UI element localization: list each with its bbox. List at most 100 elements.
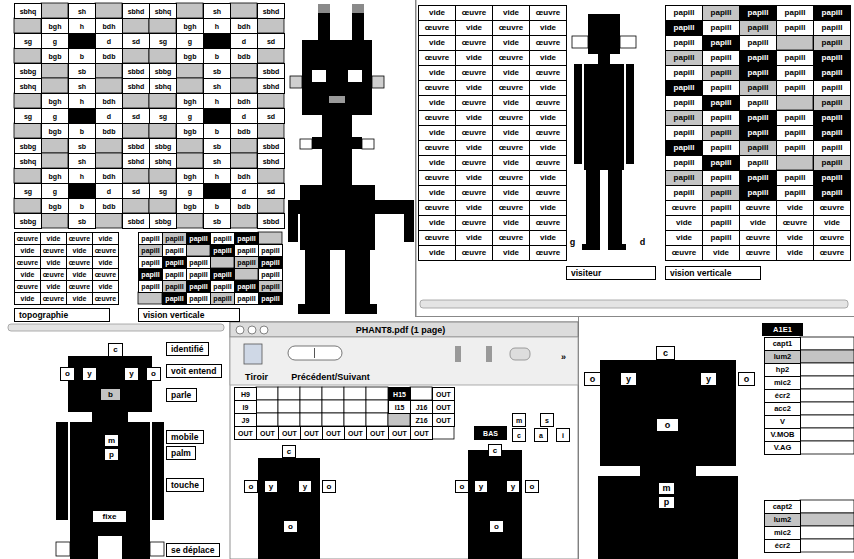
table-cell: b xyxy=(68,198,96,214)
table-cell: œuvre xyxy=(776,215,814,231)
cell-text: sbbg xyxy=(155,68,172,75)
cell-text: sd xyxy=(267,113,275,120)
table-cell: œuvre xyxy=(455,155,493,171)
table-cell: papill xyxy=(665,35,703,51)
cell-text: papill xyxy=(237,247,255,254)
cell-text: vide xyxy=(503,99,519,107)
table-cell: OUT xyxy=(388,426,411,440)
table-cell: vide xyxy=(529,200,567,216)
table-cell: papill xyxy=(138,280,163,293)
cell-text: papill xyxy=(674,129,695,137)
figure-block xyxy=(186,244,210,256)
figure-block xyxy=(258,458,320,559)
table-cell: œuvre xyxy=(529,185,567,201)
cell-text: sbbg xyxy=(20,143,37,150)
cell-text: papill xyxy=(674,99,695,107)
cell-text: g xyxy=(188,188,192,195)
table-cell: œuvre xyxy=(492,80,530,96)
table-cell: papill xyxy=(665,140,703,156)
cell-text: o xyxy=(590,375,596,384)
table-cell: o xyxy=(283,520,298,533)
table-cell: papill xyxy=(776,125,814,141)
cell-text: sbhd xyxy=(128,8,145,15)
figure-block xyxy=(122,168,149,183)
cell-text: papill xyxy=(785,114,806,122)
table-cell: papill xyxy=(739,110,777,126)
cell-text: papill xyxy=(674,189,695,197)
cell-text: sbbd xyxy=(128,143,145,150)
cell-text: papill xyxy=(674,9,695,17)
figure-block xyxy=(68,183,95,198)
cell-text: g xyxy=(53,38,57,45)
cell-text: sbhd xyxy=(128,158,145,165)
cell-text: d xyxy=(107,38,111,45)
table-cell: o xyxy=(738,372,755,386)
figure-block xyxy=(176,3,203,18)
table-cell: vide xyxy=(492,155,530,171)
cell-text: vide xyxy=(540,24,556,32)
cell-text: sbbd xyxy=(263,218,280,225)
table-cell: sbbg xyxy=(14,63,42,79)
table-cell: sbhd xyxy=(257,153,285,169)
table-cell: vide xyxy=(455,230,493,246)
cell-text: d xyxy=(107,188,111,195)
figure-block xyxy=(800,389,854,402)
table-cell: sbbg xyxy=(149,138,177,154)
cell-text: vide xyxy=(787,249,803,257)
table-cell: papill xyxy=(776,170,814,186)
table-cell: o xyxy=(146,367,161,381)
figure-block xyxy=(258,232,282,244)
cell-text: œuvre xyxy=(536,219,560,227)
cell-text: papill xyxy=(748,159,769,167)
cell-text: papill xyxy=(674,114,695,122)
table-cell: sd xyxy=(122,183,150,199)
figure-block xyxy=(352,4,364,13)
cell-text: sb xyxy=(78,218,86,225)
table-cell: papill xyxy=(739,155,777,171)
cell-text: papill xyxy=(822,24,843,32)
cell-text: papill xyxy=(785,24,806,32)
cell-text: b xyxy=(80,128,84,135)
table-cell: œuvre xyxy=(455,125,493,141)
figure-block xyxy=(800,539,854,552)
table-cell: œuvre xyxy=(492,230,530,246)
table-cell: b xyxy=(68,48,96,64)
table-cell: vide xyxy=(418,65,456,81)
table-cell: œuvre xyxy=(455,5,493,21)
table-cell: papill xyxy=(210,292,235,305)
figure-block xyxy=(362,139,374,149)
table-cell: bgb xyxy=(41,48,69,64)
cell-text: OUT xyxy=(436,417,451,424)
table-cell: bdh xyxy=(230,93,258,109)
table-cell: sb xyxy=(68,213,96,229)
table-cell: papill xyxy=(739,50,777,66)
table-cell: bdb xyxy=(95,123,123,139)
cell-text: I15 xyxy=(395,404,405,411)
figure-block xyxy=(300,413,322,426)
cell-text: papill xyxy=(748,99,769,107)
cell-text: vide xyxy=(540,144,556,152)
table-cell: œuvre xyxy=(418,230,456,246)
table-cell: bdh xyxy=(230,18,258,34)
table-cell: sbhd xyxy=(257,3,285,19)
cell-text: vide xyxy=(72,295,86,302)
figure-block xyxy=(203,33,230,48)
figure-block xyxy=(68,33,95,48)
label-box: vision verticale xyxy=(138,308,240,322)
figure-block xyxy=(620,36,636,48)
cell-text: sbbg xyxy=(155,143,172,150)
table-cell: g xyxy=(176,33,204,49)
table-cell: vide xyxy=(529,50,567,66)
table-cell: m xyxy=(512,413,526,427)
table-cell: papill xyxy=(665,110,703,126)
table-cell: h xyxy=(68,168,96,184)
table-cell: V xyxy=(764,415,801,429)
figure-block xyxy=(432,426,454,439)
cell-text: vide xyxy=(429,129,445,137)
cell-text: vide xyxy=(466,54,482,62)
table-cell: h xyxy=(68,18,96,34)
cell-text: papill xyxy=(785,84,806,92)
cell-text: œuvre xyxy=(425,144,449,152)
cell-text: papill xyxy=(711,84,732,92)
cell-text: œuvre xyxy=(499,174,523,182)
